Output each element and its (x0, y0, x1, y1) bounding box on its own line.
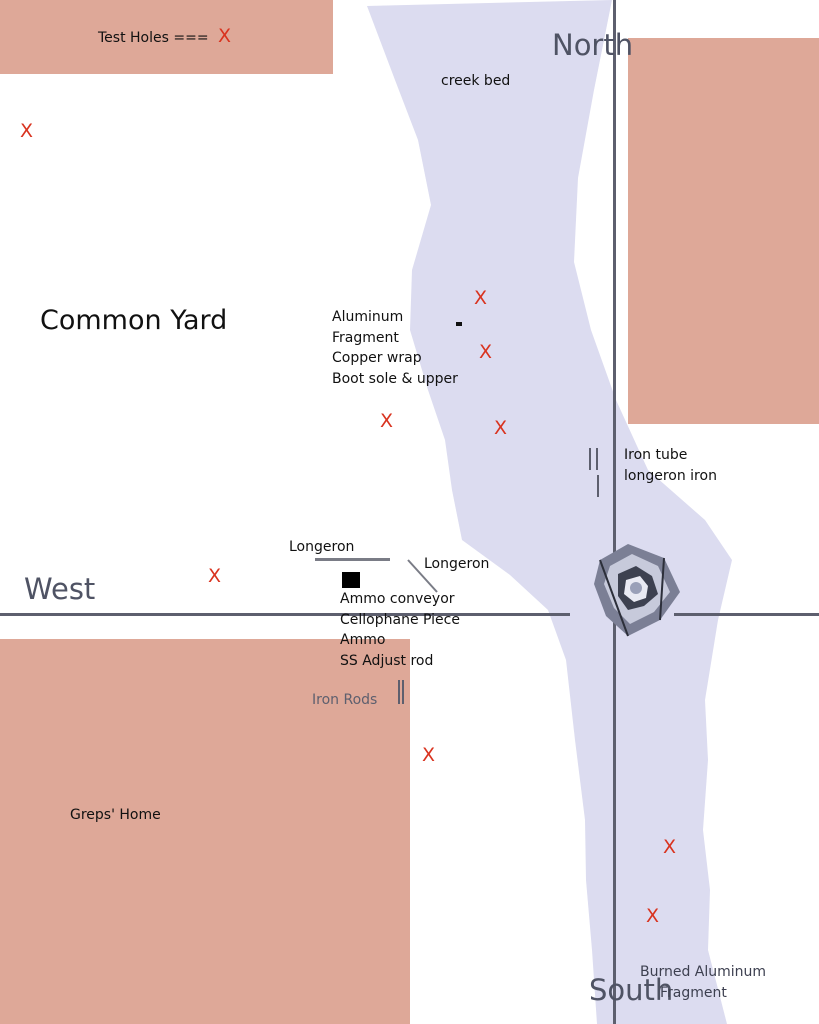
wreckage-icon (594, 544, 680, 637)
south-label: South (589, 973, 674, 1007)
test-hole-marker: X (479, 341, 493, 363)
common-yard-label: Common Yard (40, 305, 228, 336)
legend-label: Test Holes === (98, 30, 209, 46)
test-hole-marker: X (646, 905, 660, 927)
north-label: North (552, 28, 634, 62)
test-hole-marker: X (494, 417, 508, 439)
aluminum-fragment-symbol (456, 322, 462, 326)
west-label: West (24, 572, 96, 606)
iron-rods-symbol-b (402, 680, 404, 704)
greps-home-label: Greps' Home (70, 807, 161, 823)
burned-aluminum-label: Burned Aluminum Fragment (640, 964, 767, 1001)
aluminum-group-label: Aluminum Fragment Copper wrap Boot sole … (332, 309, 458, 387)
iron-rods-label: Iron Rods (312, 692, 378, 708)
test-hole-marker: X (474, 287, 488, 309)
longeron-right-label: Longeron (424, 556, 490, 572)
legend-marker: X (218, 25, 232, 47)
creek-bed-label: creek bed (441, 73, 511, 89)
test-hole-marker: X (208, 565, 222, 587)
iron-rods-symbol-a (398, 680, 400, 704)
test-hole-marker: X (422, 744, 436, 766)
longeron-left-symbol (315, 558, 390, 561)
lot-top-left (0, 0, 333, 74)
test-hole-marker: X (663, 836, 677, 858)
greps-home-lot (0, 639, 410, 1024)
iron-tube-label: Iron tube longeron iron (624, 447, 717, 484)
road-horizontal-east (674, 613, 819, 616)
test-hole-marker: X (20, 120, 34, 142)
longeron-iron-symbol (597, 475, 599, 497)
road-vertical (613, 0, 616, 1024)
iron-tube-symbol-a (589, 448, 591, 470)
road-horizontal-west (0, 613, 570, 616)
iron-tube-symbol-b (596, 448, 598, 470)
longeron-left-label: Longeron (289, 539, 355, 555)
lot-right (628, 38, 819, 424)
ammo-group-label: Ammo conveyor Cellophane Piece Ammo SS A… (340, 591, 460, 669)
ammo-conveyor-symbol (342, 572, 360, 588)
longeron-right-symbol (407, 559, 438, 593)
test-hole-marker: X (380, 410, 394, 432)
